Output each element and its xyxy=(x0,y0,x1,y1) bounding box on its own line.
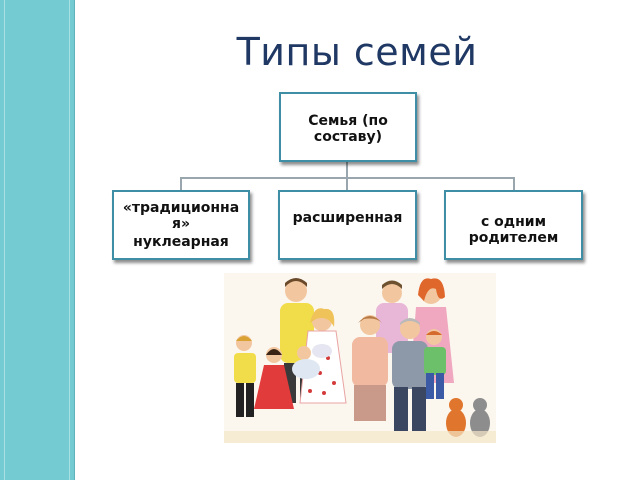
child-node-single-parent: с одним родителем xyxy=(444,190,583,260)
child-node-traditional-line3: нуклеарная xyxy=(133,234,229,250)
slide-title: Типы семей xyxy=(236,30,478,74)
figure-grandfather xyxy=(392,318,428,431)
connector-middle-down xyxy=(346,177,348,191)
slide-side-bar xyxy=(0,0,75,480)
figure-mother xyxy=(299,308,347,404)
figure-boy-yellow xyxy=(234,335,256,417)
connector-left-down xyxy=(180,177,182,191)
figure-boy-green xyxy=(424,329,446,399)
child-node-extended: расширенная xyxy=(278,190,417,260)
root-node: Семья (по составу) xyxy=(279,92,417,162)
cat-orange xyxy=(446,398,466,437)
child-node-traditional-line1: «традиционна xyxy=(122,200,240,216)
root-node-label: Семья (по составу) xyxy=(308,113,388,145)
child-node-single-parent-line1: с одним xyxy=(480,214,547,230)
child-node-traditional: «традиционна я» нуклеарная xyxy=(112,190,250,260)
family-illustration xyxy=(224,273,496,443)
figure-baby xyxy=(292,346,320,379)
figure-girl-red xyxy=(254,347,294,409)
connector-root-down xyxy=(346,162,348,178)
child-node-traditional-line2: я» xyxy=(171,216,191,232)
cat-gray xyxy=(470,398,490,437)
figure-grandmother xyxy=(352,315,388,421)
child-node-single-parent-line2: родителем xyxy=(468,230,559,246)
connector-right-down xyxy=(513,177,515,191)
child-node-extended-label: расширенная xyxy=(292,210,403,226)
